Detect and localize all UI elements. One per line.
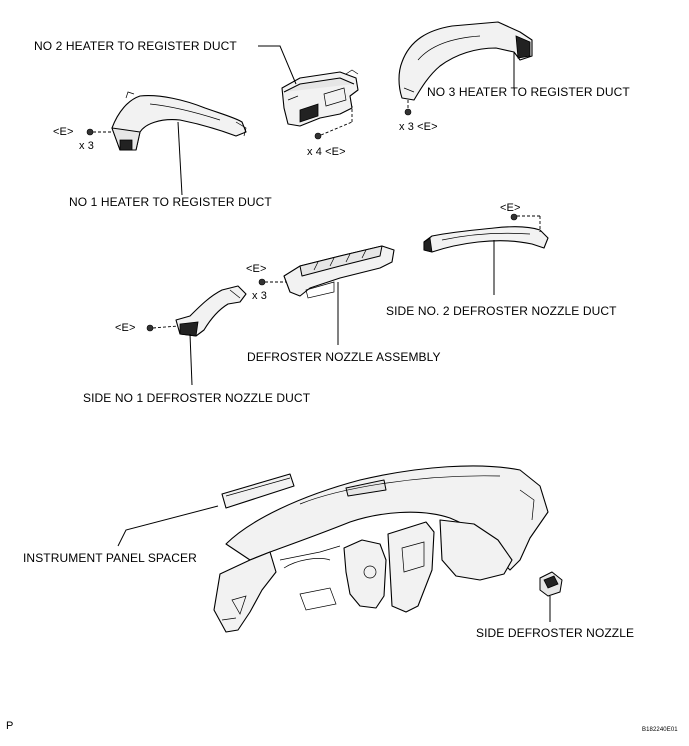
side-no2-defroster-duct-illustration — [423, 226, 549, 253]
bolt-icon — [86, 128, 94, 136]
no3-heater-duct-illustration — [398, 21, 533, 101]
label-no1-heater-duct: NO 1 HEATER TO REGISTER DUCT — [69, 195, 272, 209]
callout-e-side-no2: <E> — [500, 202, 521, 214]
side-defroster-nozzle-illustration — [539, 571, 563, 597]
no3-bolt — [404, 100, 412, 116]
side-no1-bolt — [146, 324, 179, 332]
no2-heater-duct-illustration — [281, 69, 359, 127]
no1-heater-duct-illustration — [111, 91, 247, 151]
label-instrument-panel-spacer: INSTRUMENT PANEL SPACER — [23, 551, 197, 565]
footer-left-mark: P — [6, 720, 14, 732]
instrument-panel-spacer-illustration — [221, 473, 295, 509]
defroster-nozzle-assembly-illustration — [283, 245, 395, 299]
callout-count-no1: x 3 — [79, 140, 94, 152]
no2-bolt — [314, 106, 353, 140]
bolt-icon — [510, 213, 518, 221]
label-no2-heater-duct: NO 2 HEATER TO REGISTER DUCT — [34, 39, 237, 53]
callout-e-nozzle-assy: <E> — [246, 263, 267, 275]
label-side-defroster-nozzle: SIDE DEFROSTER NOZZLE — [476, 626, 635, 640]
bolt-icon — [404, 108, 412, 116]
side-no2-bolt — [510, 213, 541, 232]
side-no1-defroster-duct-illustration — [175, 285, 247, 337]
figure-id: B182240E01 — [642, 727, 678, 733]
nozzle-assy-bolt — [258, 278, 286, 286]
instrument-panel-illustration — [213, 465, 549, 633]
callout-e-no1: <E> — [53, 126, 74, 138]
callout-e-side-no1: <E> — [115, 322, 136, 334]
no1-bolt — [86, 128, 112, 136]
callout-count-nozzle-assy: x 3 — [252, 290, 267, 302]
callout-count-no3: x 3 <E> — [399, 121, 438, 133]
label-defroster-nozzle-assembly: DEFROSTER NOZZLE ASSEMBLY — [247, 350, 441, 364]
label-side-no1-defroster-duct: SIDE NO 1 DEFROSTER NOZZLE DUCT — [83, 391, 311, 405]
bolt-icon — [146, 324, 154, 332]
bolt-icon — [258, 278, 266, 286]
callout-count-no2: x 4 <E> — [307, 146, 346, 158]
bolt-icon — [314, 132, 322, 140]
label-side-no2-defroster-duct: SIDE NO. 2 DEFROSTER NOZZLE DUCT — [386, 304, 617, 318]
label-no3-heater-duct: NO 3 HEATER TO REGISTER DUCT — [427, 85, 630, 99]
